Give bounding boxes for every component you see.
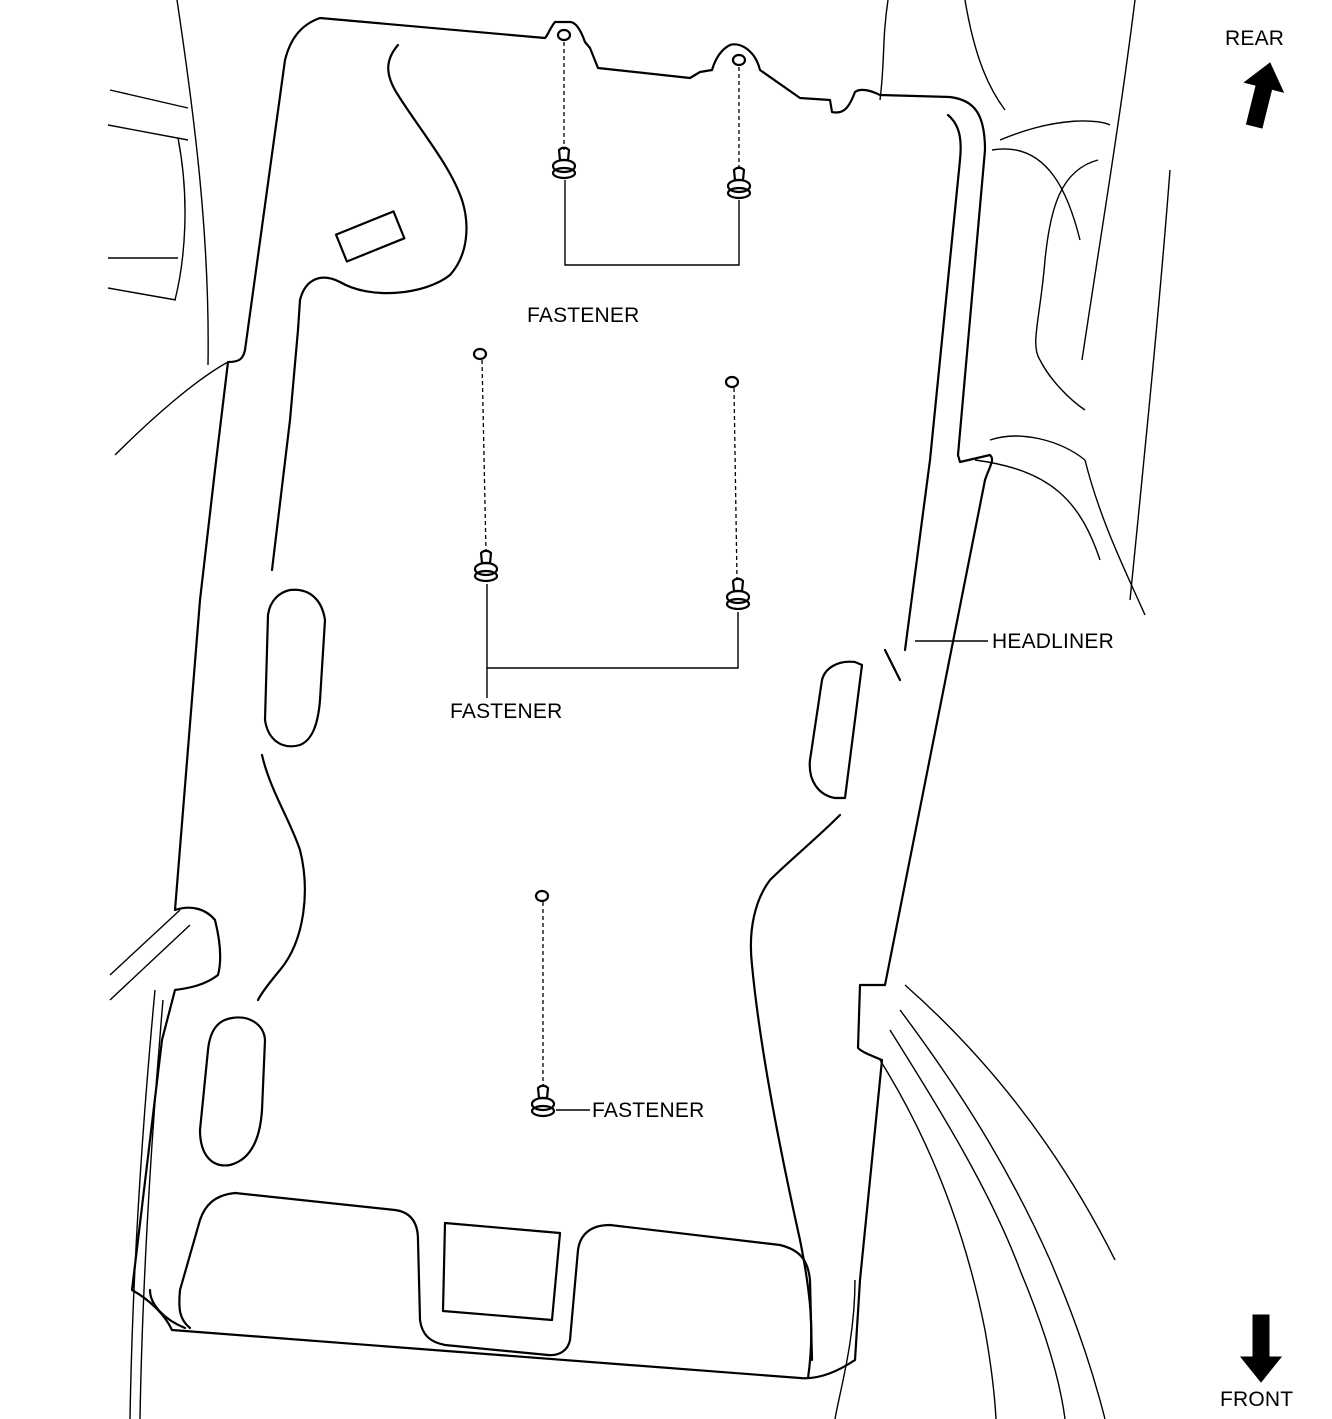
arrow-down-icon [1239, 1314, 1283, 1383]
push-clip-fastener-icon [551, 146, 577, 180]
fastener-group-middle [472, 347, 740, 698]
push-clip-fastener-icon [726, 166, 752, 200]
headliner-panel [130, 16, 994, 1380]
headliner-label: HEADLINER [992, 630, 1114, 653]
push-clip-fastener-icon [725, 577, 751, 611]
fastener-label-bottom: FASTENER [592, 1099, 705, 1122]
vehicle-body-outline [107, 0, 1171, 1419]
fastener-group-bottom [534, 889, 590, 1111]
fastener-label-middle: FASTENER [450, 700, 563, 723]
push-clip-fastener-icon [473, 549, 499, 583]
rear-direction-label: REAR [1225, 27, 1285, 50]
front-direction-label: FRONT [1220, 1388, 1294, 1411]
fastener-group-top [556, 28, 747, 266]
push-clip-fastener-icon [530, 1084, 556, 1118]
arrow-up-icon [1243, 62, 1285, 129]
fastener-label-top: FASTENER [527, 304, 640, 327]
